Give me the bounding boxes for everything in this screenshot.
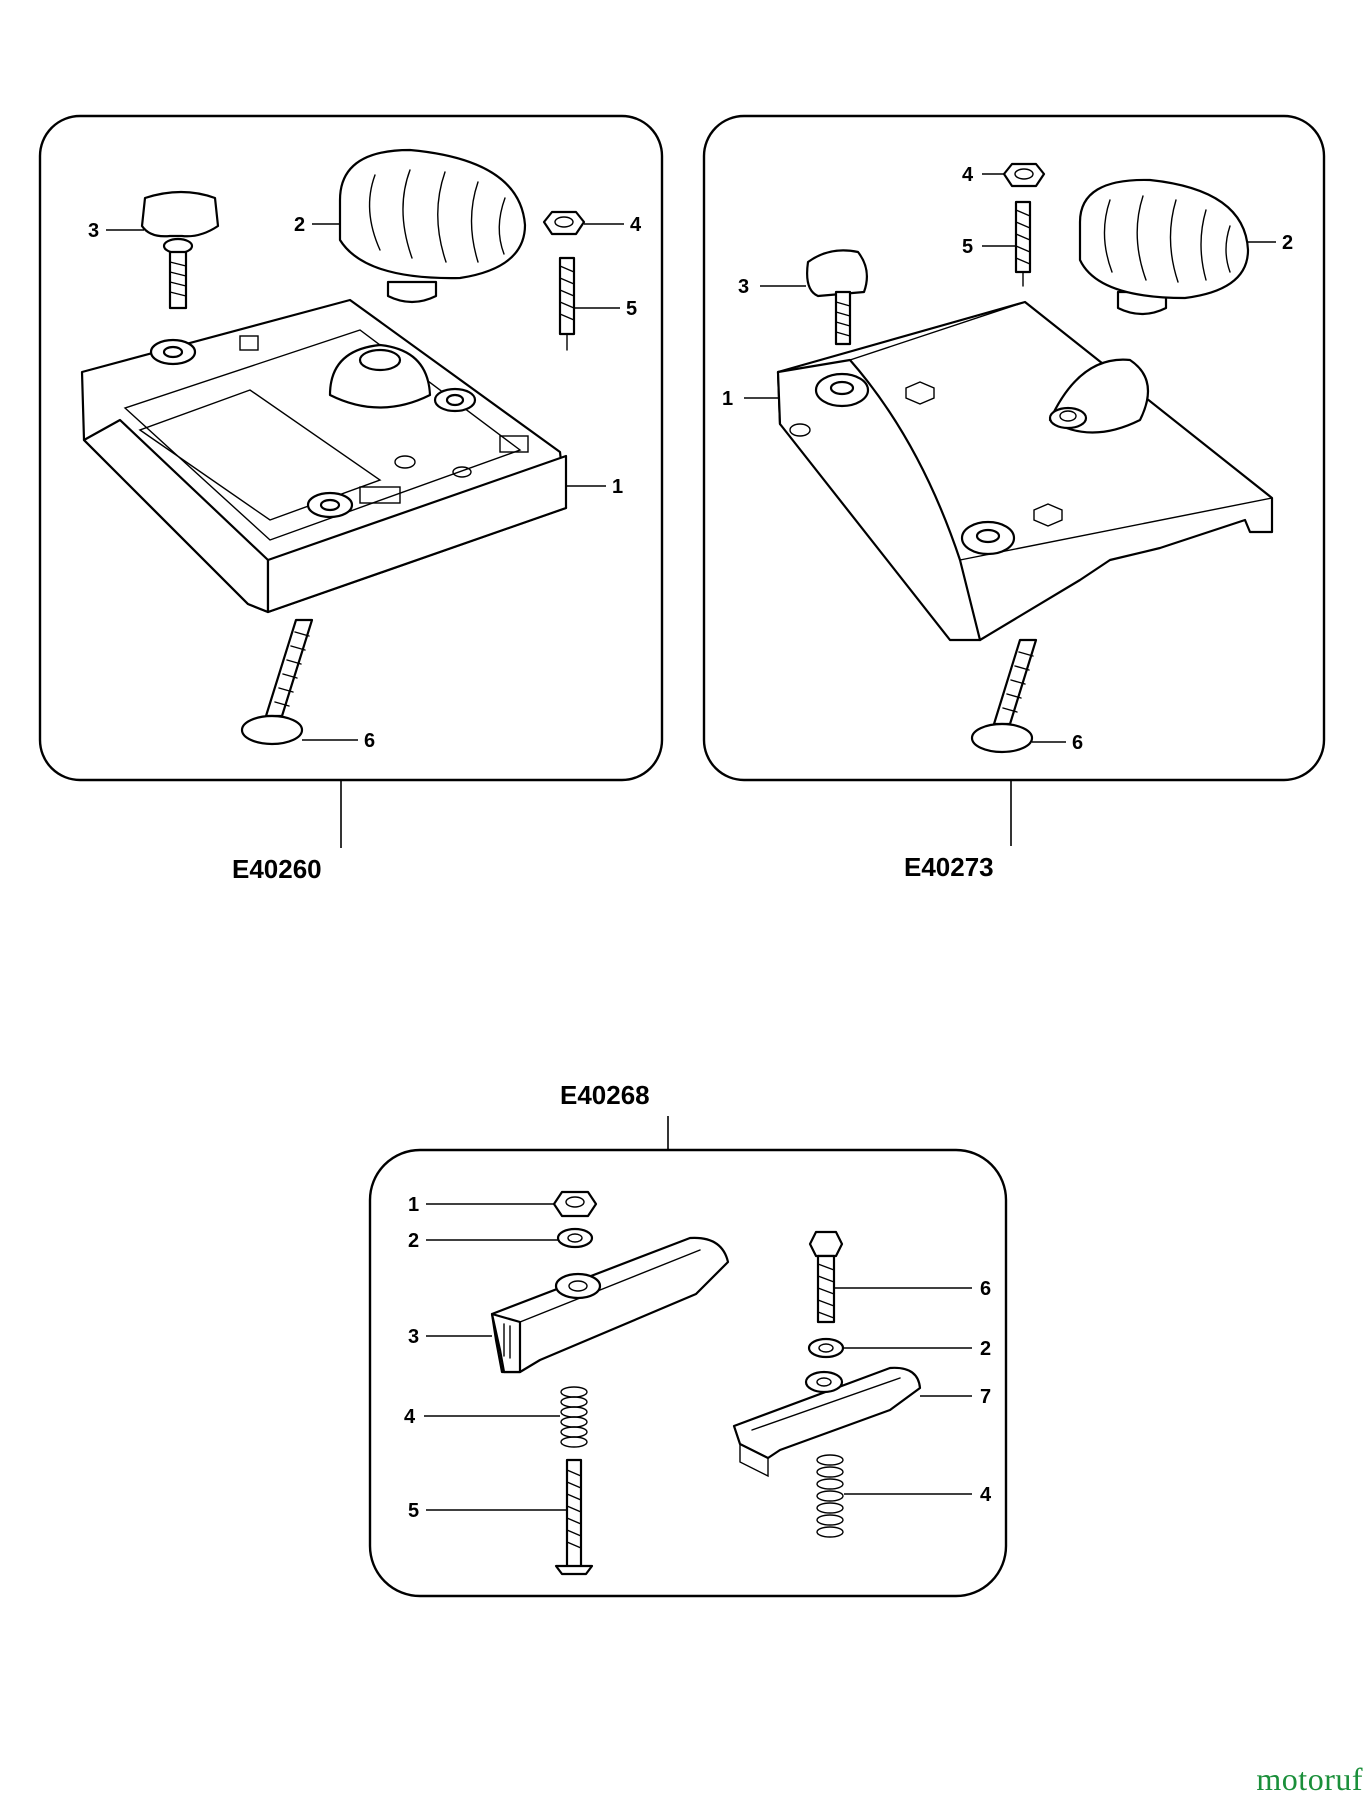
callout-3: 3: [408, 1326, 492, 1348]
svg-text:1: 1: [408, 1194, 419, 1216]
callout-5: 5: [574, 298, 637, 320]
part-nut: [552, 1190, 598, 1218]
part-base-plate: [776, 300, 1274, 642]
callout-5: 5: [962, 236, 1016, 258]
part-knob: [1078, 178, 1250, 316]
part-nut: [542, 210, 586, 236]
svg-text:5: 5: [626, 298, 637, 320]
svg-text:2: 2: [294, 214, 305, 236]
svg-text:6: 6: [1072, 732, 1083, 754]
panel-frame-e40260: [38, 114, 664, 782]
svg-text:1: 1: [722, 388, 733, 410]
callout-2: 2: [408, 1230, 558, 1252]
callout-4: 4: [584, 214, 642, 236]
part-washer: [807, 1337, 845, 1359]
part-threaded-stud: [1014, 200, 1032, 287]
callout-3: 3: [88, 220, 144, 242]
part-clamp: [490, 1236, 730, 1374]
svg-text:7: 7: [980, 1386, 991, 1408]
callout-3: 3: [738, 276, 806, 298]
part-knob: [338, 148, 527, 304]
assembly-e40260: E40260: [38, 114, 664, 884]
callout-2: 2: [1248, 232, 1293, 254]
svg-text:4: 4: [980, 1484, 992, 1506]
callout-2: 2: [294, 214, 340, 236]
part-hex-bolt: [808, 1230, 844, 1324]
panel-frame-e40273: [702, 114, 1326, 782]
callout-4: 4: [404, 1406, 560, 1428]
part-screw: [554, 1458, 594, 1576]
svg-text:2: 2: [1282, 232, 1293, 254]
assembly-e40268: E40268: [368, 1080, 1008, 1598]
assembly-code-e40260: E40260: [232, 854, 322, 884]
svg-text:2: 2: [408, 1230, 419, 1252]
callout-4: 4: [962, 164, 1004, 186]
part-washer: [556, 1227, 594, 1249]
part-threaded-stud: [558, 256, 576, 351]
callout-1: 1: [722, 388, 778, 410]
svg-text:6: 6: [980, 1278, 991, 1300]
svg-text:3: 3: [738, 276, 749, 298]
svg-text:3: 3: [88, 220, 99, 242]
svg-text:3: 3: [408, 1326, 419, 1348]
callout-6: 6: [834, 1278, 991, 1300]
part-wing-screw: [806, 249, 869, 346]
part-spring: [560, 1386, 588, 1448]
part-wing-screw: [140, 190, 220, 310]
part-nut: [1002, 162, 1046, 188]
svg-text:5: 5: [408, 1500, 419, 1522]
panel-frame-e40268: [368, 1148, 1008, 1598]
assembly-e40273: E40273: [702, 114, 1326, 882]
watermark-logo: motoruf: [1256, 1761, 1363, 1797]
part-carriage-bolt: [970, 638, 1038, 754]
svg-text:2: 2: [980, 1338, 991, 1360]
callout-6: 6: [1032, 732, 1083, 754]
callout-6: 6: [302, 730, 375, 752]
svg-text:5: 5: [962, 236, 973, 258]
svg-text:4: 4: [630, 214, 642, 236]
svg-text:4: 4: [404, 1406, 416, 1428]
callout-5: 5: [408, 1500, 566, 1522]
part-small-clamp: [732, 1366, 922, 1478]
assembly-code-e40273: E40273: [904, 852, 994, 882]
svg-text:1: 1: [612, 476, 623, 498]
callout-1: 1: [566, 476, 623, 498]
callout-7: 7: [920, 1386, 991, 1408]
svg-text:4: 4: [962, 164, 974, 186]
callout-1: 1: [408, 1194, 554, 1216]
part-spring: [816, 1454, 844, 1538]
part-carriage-bolt: [240, 618, 314, 746]
svg-text:6: 6: [364, 730, 375, 752]
callout-2b: 2: [844, 1338, 991, 1360]
part-base-plate: [80, 298, 568, 614]
callout-4b: 4: [844, 1484, 992, 1506]
assembly-code-e40268: E40268: [560, 1080, 650, 1110]
